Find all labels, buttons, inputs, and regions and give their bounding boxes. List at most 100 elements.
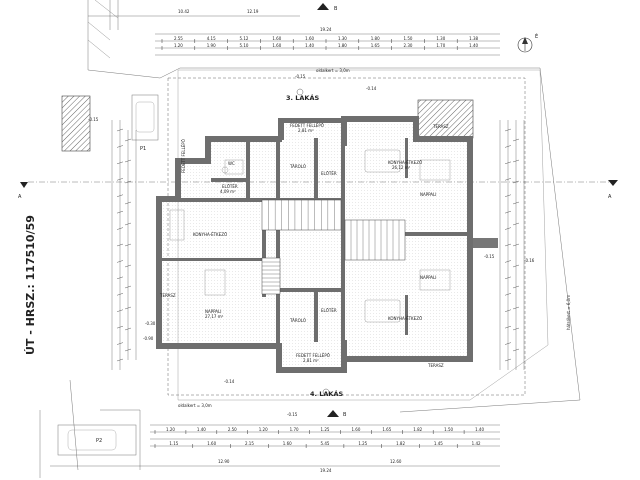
top-dim-2-label: 1.65 [371,43,380,48]
side-tick [116,276,124,280]
bot-dim-2-label: 1.60 [283,441,292,446]
side-tick [512,201,520,205]
side-tick [504,210,512,214]
svg-text:-0.15: -0.15 [287,412,298,417]
side-tick [512,285,520,289]
room-nappali-r2: NAPPALI [420,275,436,280]
svg-text:B: B [343,412,347,418]
terrace-hatch [417,99,474,139]
room-nappali-l-area: 27,17 m² [205,314,224,319]
room-fedett-bottom-area: 2,81 m² [303,358,319,363]
side-tick [504,178,512,181]
side-tick [504,358,512,362]
lakas-top: 3. LAKÁS [286,93,319,102]
side-tick [116,260,124,263]
top-dim-2-label: 1.40 [305,43,314,48]
top-dim-1-label: 1.30 [338,36,347,41]
svg-text:-0.30: -0.30 [145,321,156,326]
bot-dim-1-label: 1.70 [290,427,299,432]
side-tick [124,264,132,268]
side-tick [124,306,132,310]
svg-text:A: A [608,194,612,200]
level-marks: -0.15 -0.14 -0.15 -0.30 -0.16 -0.14 -0.1… [88,74,535,417]
column-right [473,238,498,248]
top-dim-1-label: 2.55 [174,36,183,41]
building [156,116,498,373]
side-tick [116,161,124,165]
side-tick [116,293,124,296]
side-tick [116,342,124,345]
side-tick [504,293,512,296]
left-dimension-chain [111,120,137,370]
top-dim-2-label: 1.90 [207,43,216,48]
bot-dim-2-label: 1.42 [472,441,481,446]
lakas-bottom: 4. LAKÁS [310,389,343,398]
section-mark-left: A [18,182,28,200]
room-tarolo-b: TÁROLÓ [289,318,306,323]
dim-bottom-left: 12.90 [218,459,230,464]
section-mark-top: B [317,3,338,12]
side-tick [512,138,520,142]
top-dim-1-label: 1.60 [305,36,314,41]
bot-dim-1-label: 1.82 [413,427,422,432]
side-tick [116,128,124,132]
side-tick [116,227,124,230]
side-tick [504,128,512,132]
side-tick [124,138,132,142]
bot-dim-1-label: 1.50 [444,427,453,432]
side-tick [116,309,124,312]
side-tick [116,358,124,362]
side-tick [512,264,520,268]
room-konyha-tr-area: 26,12 m² [392,165,411,170]
section-mark-bottom: B [327,410,347,418]
top-dim-1-label: 4.15 [207,36,216,41]
top-dim-2-label: 1.20 [174,43,183,48]
street-label: ÚT - HRSZ.: 117510/59 [24,215,37,355]
room-eloter-tl: ELŐTÉR [222,184,238,189]
room-labels: FEDETT FELLÉPŐ 2,81 m² FEDETT FELLÉPŐ 2,… [159,123,449,368]
side-tick [124,327,132,331]
side-tick [512,222,520,226]
room-terasz-tr: TERASZ [432,124,449,129]
svg-text:-0.14: -0.14 [224,379,235,384]
dim-top-right: 12.19 [247,9,259,14]
bot-dim-1-label: 1.25 [321,427,330,432]
svg-text:-0.90: -0.90 [143,336,154,341]
furniture [169,149,451,323]
side-tick [512,327,520,331]
side-tick [124,285,132,289]
room-fedett-top: FEDETT FELLÉPŐ [290,123,324,128]
room-fedett-bottom: FEDETT FELLÉPŐ [296,353,330,358]
bot-dim-2-label: 5.45 [321,441,330,446]
room-tarolo-t: TÁROLÓ [289,164,306,169]
room-terasz-l: TERASZ [159,293,176,298]
bot-dim-2-label: 1.25 [358,441,367,446]
section-mark-right: A [608,180,618,200]
svg-text:-0.14: -0.14 [366,86,377,91]
bot-dim-1-label: 1.20 [259,427,268,432]
top-dim-1-label: 1.30 [436,36,445,41]
bot-dim-1-label: 1.65 [382,427,391,432]
side-tick [512,159,520,163]
parking-p1: P1 [131,94,159,152]
top-dim-1-label: 1.80 [371,36,380,41]
side-tick [504,227,512,230]
top-dim-2-label: 1.40 [469,43,478,48]
side-tick [504,260,512,263]
side-tick [124,159,132,163]
side-tick [124,243,132,247]
side-tick [504,309,512,312]
side-tick [504,342,512,345]
svg-text:-0.15: -0.15 [88,117,99,122]
room-wc: WC [228,161,235,166]
top-dim-1-label: 1.38 [469,36,478,41]
bot-dim-1-label: 1.40 [475,427,484,432]
side-tick [116,145,124,148]
bot-dim-2-label: 1.15 [169,441,178,446]
room-eloter-tl-area: 4,09 m² [220,189,236,194]
side-tick [116,325,124,329]
